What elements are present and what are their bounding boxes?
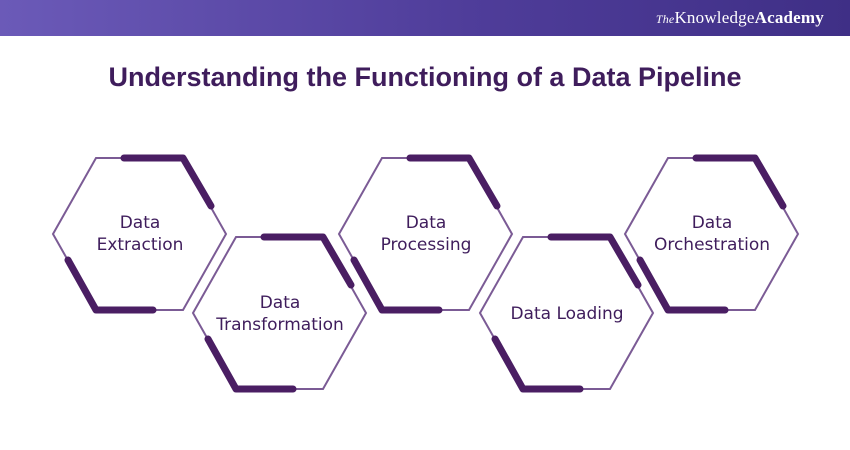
hexagon-accent-top [260,233,355,289]
stage-label-line1: Data [405,213,447,233]
hexagon-accent-bottom [636,256,729,314]
stage-label-line2: Extraction [96,235,184,255]
top-banner: TheKnowledgeAcademy [0,0,850,36]
hexagon-data-processing [337,154,514,314]
brand-logo: TheKnowledgeAcademy [656,8,824,28]
hexagon-accent-top [547,233,642,289]
stage-label-line1: Data [119,213,161,233]
stage-label-line2: Transformation [216,315,344,335]
hexagon-data-extraction [51,154,228,314]
hexagon-accent-top [120,154,215,210]
stage-label-line2: Processing [380,235,472,255]
brand-academy: Academy [754,8,824,27]
stage-label-line1: Data [691,213,733,233]
hexagon-data-transformation [191,233,368,393]
stage-label-data-extraction: Data Extraction [55,212,225,256]
stage-label-data-processing: Data Processing [341,212,511,256]
hexagon-data-loading [478,233,655,393]
stage-label-data-orchestration: Data Orchestration [627,212,797,256]
stage-label-data-transformation: Data Transformation [195,292,365,336]
stage-label-line1: Data Loading [510,304,624,324]
hexagon-accent-bottom [204,335,297,393]
hexagon-accent-bottom [491,335,584,393]
stage-label-data-loading: Data Loading [482,303,652,325]
brand-the: The [655,12,675,26]
stage-label-line2: Orchestration [653,235,771,255]
brand-knowledge: Knowledge [674,8,755,27]
stage-label-line1: Data [259,293,301,313]
hexagon-accent-top [692,154,787,210]
hexagon-accent-bottom [350,256,443,314]
page-title: Understanding the Functioning of a Data … [108,62,742,92]
hexagon-data-orchestration [623,154,800,314]
hexagon-accent-top [406,154,501,210]
hexagon-accent-bottom [64,256,157,314]
